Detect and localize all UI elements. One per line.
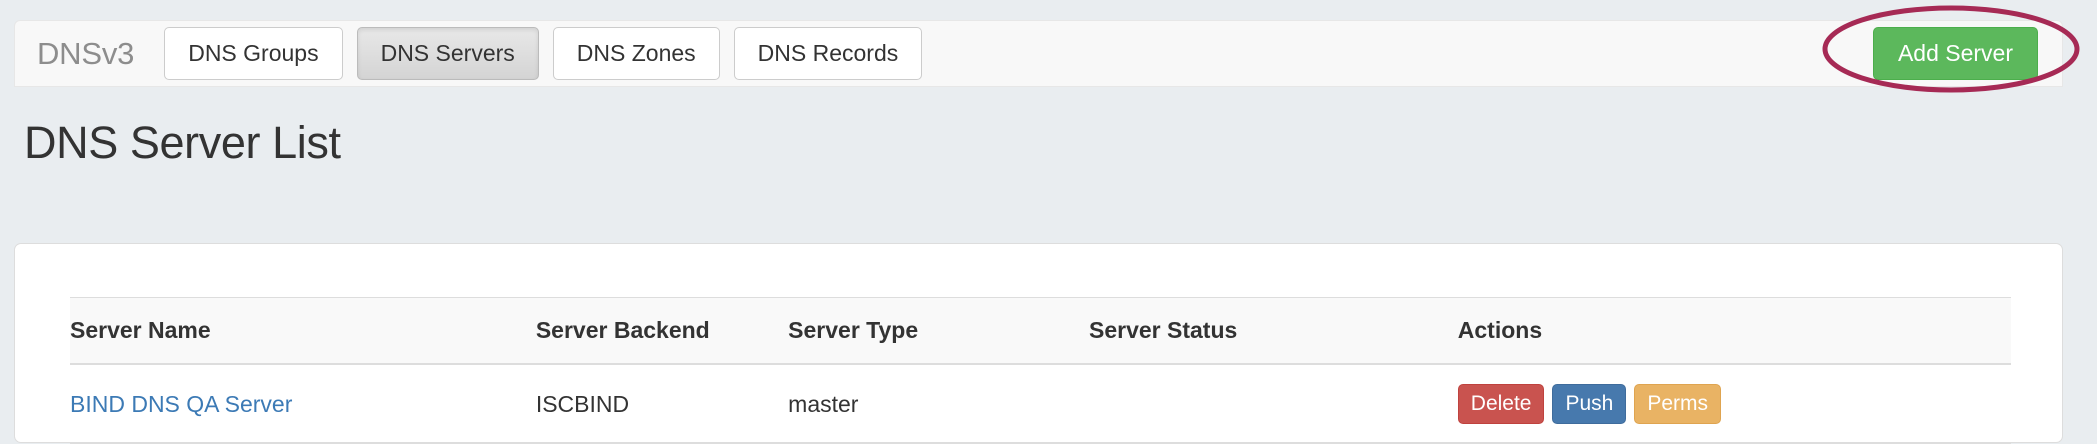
- cell-server-type: master: [788, 364, 1089, 444]
- tab-dns-servers[interactable]: DNS Servers: [356, 27, 539, 80]
- table-row: BIND DNS QA Server ISCBIND master Delete…: [70, 364, 2011, 444]
- row-action-group: Delete Push Perms: [1457, 384, 2011, 425]
- page-title: DNS Server List: [24, 117, 341, 168]
- push-button[interactable]: Push: [1552, 384, 1627, 425]
- table-body: BIND DNS QA Server ISCBIND master Delete…: [70, 364, 2011, 444]
- column-header-server-type[interactable]: Server Type: [788, 297, 1089, 365]
- top-navbar: DNSv3 DNS Groups DNS Servers DNS Zones D…: [14, 20, 2063, 87]
- navbar-right-actions: Add Server: [1872, 27, 2038, 80]
- server-list-table: Server Name Server Backend Server Type S…: [70, 297, 2011, 444]
- server-list-table-wrap: Server Name Server Backend Server Type S…: [70, 297, 2011, 444]
- tab-dns-zones[interactable]: DNS Zones: [552, 27, 720, 80]
- tab-dns-records[interactable]: DNS Records: [733, 27, 923, 80]
- cell-actions: Delete Push Perms: [1457, 364, 2011, 444]
- column-header-actions: Actions: [1457, 297, 2011, 365]
- column-header-server-status[interactable]: Server Status: [1089, 297, 1458, 365]
- delete-button[interactable]: Delete: [1457, 384, 1545, 425]
- tab-dns-groups[interactable]: DNS Groups: [164, 27, 343, 80]
- server-name-link[interactable]: BIND DNS QA Server: [70, 390, 293, 417]
- perms-button[interactable]: Perms: [1634, 384, 1722, 425]
- table-header-row: Server Name Server Backend Server Type S…: [70, 297, 2011, 365]
- column-header-server-backend[interactable]: Server Backend: [535, 297, 789, 365]
- table-head: Server Name Server Backend Server Type S…: [70, 297, 2011, 365]
- brand-logo[interactable]: DNSv3: [37, 35, 135, 71]
- column-header-server-name[interactable]: Server Name: [70, 297, 536, 365]
- cell-server-backend: ISCBIND: [535, 364, 789, 444]
- primary-nav-tabs: DNS Groups DNS Servers DNS Zones DNS Rec…: [164, 27, 923, 80]
- cell-server-status: [1089, 364, 1458, 444]
- add-server-button[interactable]: Add Server: [1872, 27, 2038, 80]
- cell-server-name: BIND DNS QA Server: [70, 364, 536, 444]
